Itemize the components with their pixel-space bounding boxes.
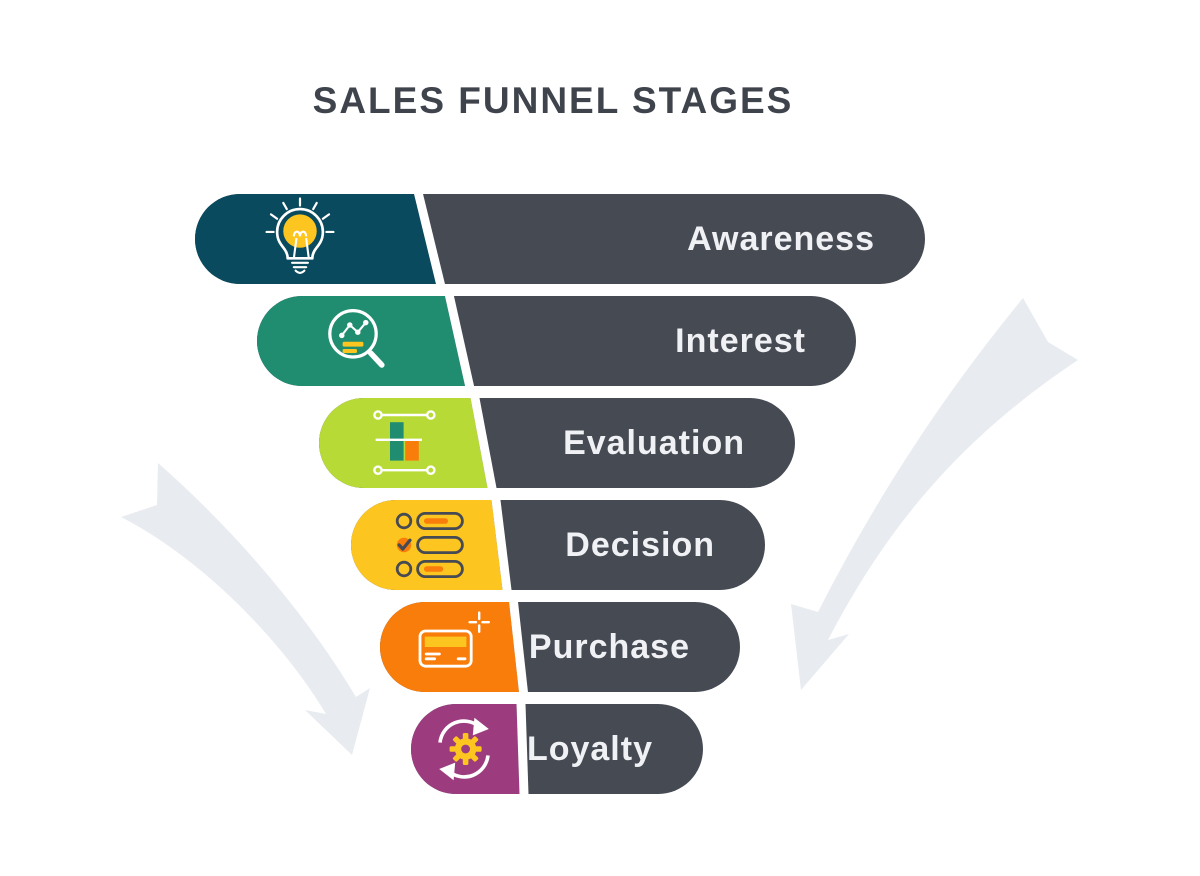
stage-label: Evaluation <box>563 424 745 462</box>
gear-refresh-icon <box>438 717 490 781</box>
stage-label: Interest <box>675 322 806 360</box>
stage-label: Loyalty <box>526 730 653 768</box>
magnifier-chart-icon <box>328 309 385 368</box>
lightbulb-icon <box>265 197 335 274</box>
stage-label: Purchase <box>528 628 690 666</box>
stage-label: Awareness <box>687 220 875 258</box>
funnel-stage-evaluation: Evaluation <box>319 398 795 488</box>
left-curved-arrow <box>121 463 370 755</box>
funnel-stage-purchase: Purchase <box>380 602 740 692</box>
bar-chart-icon <box>373 410 436 475</box>
right-curved-arrow <box>791 298 1078 690</box>
funnel-stage-decision: Decision <box>351 500 765 590</box>
checklist-icon <box>395 512 464 578</box>
diagram-title: SALES FUNNEL STAGES <box>312 80 794 121</box>
funnel-stage-interest: Interest <box>257 296 856 386</box>
credit-card-icon <box>418 611 490 668</box>
funnel-stage-awareness: Awareness <box>195 194 925 284</box>
stage-label: Decision <box>565 526 715 564</box>
funnel-stage-loyalty: Loyalty <box>411 704 703 794</box>
